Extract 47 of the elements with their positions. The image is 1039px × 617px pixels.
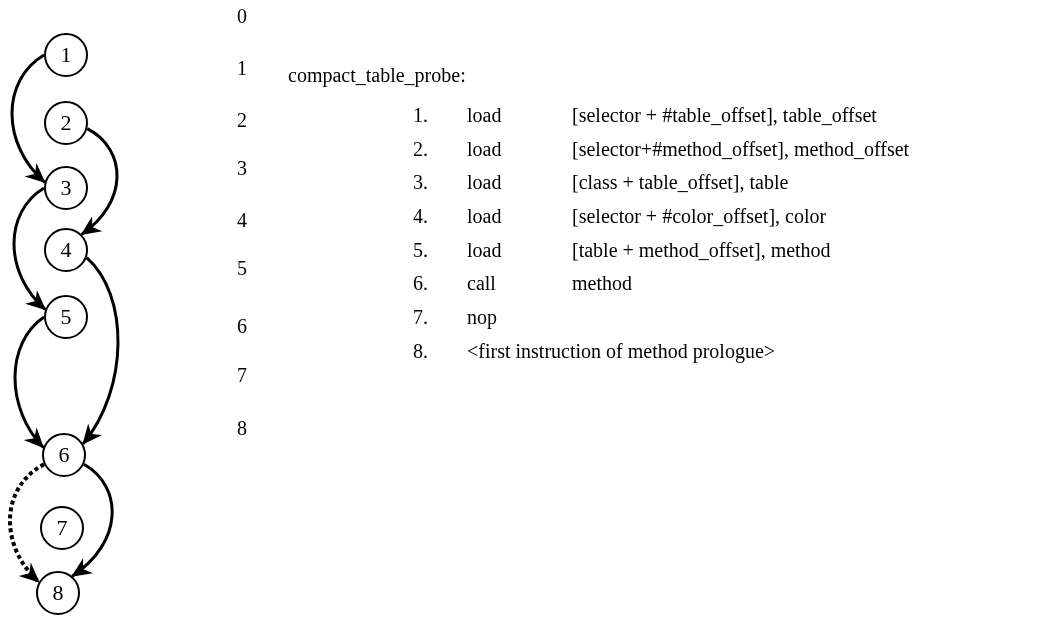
line-number: 5: [237, 258, 247, 278]
line-number: 6: [237, 316, 247, 336]
operand: method: [572, 273, 632, 293]
step-number: 5.: [413, 240, 428, 260]
operand: [selector+#method_offset], method_offset: [572, 139, 910, 159]
step-number: 7.: [413, 307, 428, 327]
opcode: load: [467, 105, 502, 125]
function-label: compact_table_probe:: [288, 65, 466, 85]
line-number: 2: [237, 110, 247, 130]
step-number: 4.: [413, 206, 428, 226]
numbered-circle: 1: [44, 33, 88, 77]
step-number: 8.: [413, 341, 428, 361]
step-number: 3.: [413, 172, 428, 192]
numbered-circle: 8: [36, 571, 80, 615]
line-number: 0: [237, 6, 247, 26]
numbered-circle: 3: [44, 166, 88, 210]
numbered-circle: 6: [42, 433, 86, 477]
opcode: load: [467, 139, 502, 159]
instruction-text: <first instruction of method prologue>: [467, 341, 776, 361]
line-number: 3: [237, 158, 247, 178]
operand: [selector + #table_offset], table_offset: [572, 105, 877, 125]
opcode: call: [467, 273, 496, 293]
arrow: [13, 315, 45, 449]
arrow: [81, 256, 120, 445]
opcode: nop: [467, 307, 497, 327]
step-number: 2.: [413, 139, 428, 159]
operand: [selector + #color_offset], color: [572, 206, 827, 226]
line-number: 7: [237, 365, 247, 385]
arrow: [10, 53, 46, 184]
step-number: 6.: [413, 273, 428, 293]
opcode: load: [467, 206, 502, 226]
arrow: [80, 127, 119, 236]
numbered-circle: 4: [44, 228, 88, 272]
numbered-circle: 2: [44, 101, 88, 145]
step-number: 1.: [413, 105, 428, 125]
numbered-circle: 5: [44, 295, 88, 339]
line-number: 1: [237, 58, 247, 78]
numbered-circle: 7: [40, 506, 84, 550]
arrow: [71, 463, 114, 578]
line-number: 4: [237, 210, 247, 230]
dashed-arrow: [8, 462, 46, 584]
opcode: load: [467, 240, 502, 260]
opcode: load: [467, 172, 502, 192]
arrow: [12, 186, 47, 311]
line-number: 8: [237, 418, 247, 438]
operand: [class + table_offset], table: [572, 172, 789, 192]
operand: [table + method_offset], method: [572, 240, 831, 260]
